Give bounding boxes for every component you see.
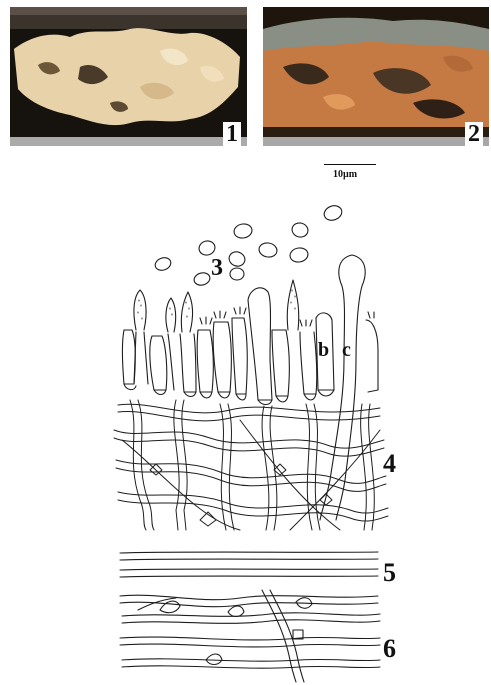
subiculum-hyphae-5 bbox=[120, 552, 378, 577]
hyphae-6 bbox=[120, 590, 380, 682]
spores-group bbox=[153, 203, 343, 287]
label-6-hyphae: 6 bbox=[383, 636, 396, 662]
label-3-spores: 3 bbox=[211, 256, 223, 280]
label-b-cell: b bbox=[318, 340, 329, 360]
label-4-hymenium: 4 bbox=[383, 451, 396, 477]
label-5-subiculum-hyphae: 5 bbox=[383, 560, 396, 586]
label-c-cystidium: c bbox=[342, 340, 351, 360]
